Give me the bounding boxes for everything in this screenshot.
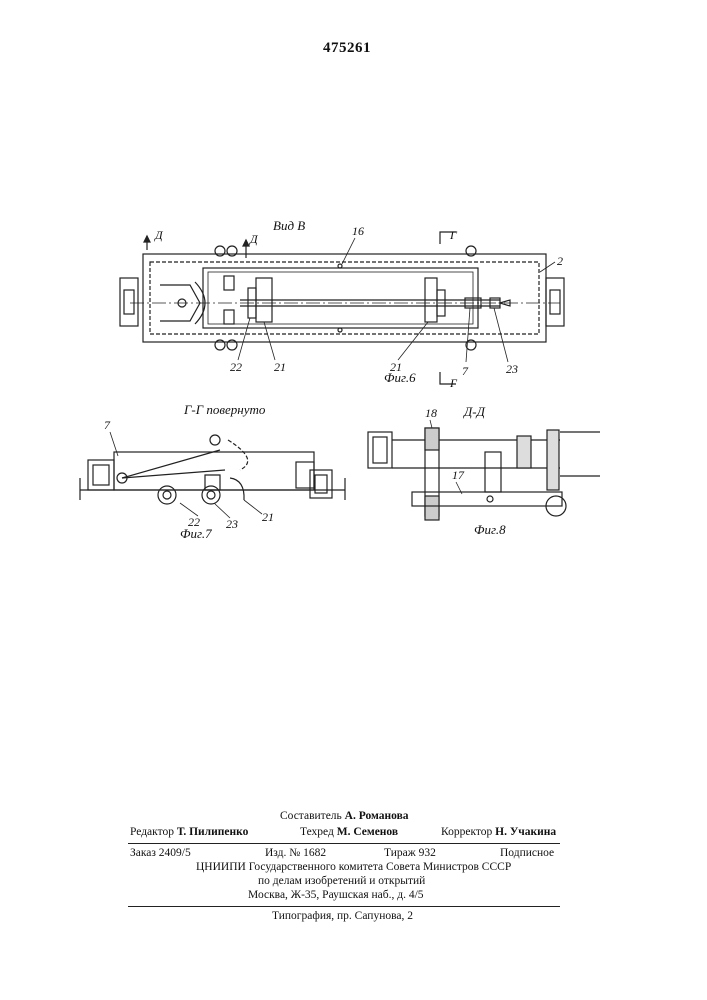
circulation: Тираж 932 <box>384 847 436 859</box>
org-line-2: по делам изобретений и открытий <box>258 875 425 887</box>
compiler-line: Составитель А. Романова <box>280 810 409 822</box>
left-end-bracket <box>120 278 138 326</box>
right-end-bracket <box>546 278 564 326</box>
editor-label: Редактор <box>130 826 174 838</box>
imprint-rule-bottom <box>128 906 560 907</box>
compiler-label: Составитель <box>280 810 342 822</box>
callout-2: 2 <box>557 254 563 269</box>
corrector-line: Корректор Н. Учакина <box>441 826 556 838</box>
editor-name: Т. Пилипенко <box>177 826 249 838</box>
callout-23: 23 <box>506 362 518 377</box>
fig7-callout-21: 21 <box>262 510 274 525</box>
fig7-callout-22: 22 <box>188 515 200 530</box>
org-line-1: ЦНИИПИ Государственного комитета Совета … <box>196 861 511 873</box>
corrector-label: Корректор <box>441 826 492 838</box>
callout-21-a: 21 <box>274 360 286 375</box>
printer-line: Типография, пр. Сапунова, 2 <box>272 910 413 922</box>
compiler-name: А. Романова <box>345 810 409 822</box>
section-mark-d-1: Д <box>155 228 163 243</box>
fig8-callout-17: 17 <box>452 468 464 483</box>
section-mark-g-2: Г <box>450 376 457 391</box>
order-number: Заказ 2409/5 <box>130 847 191 859</box>
fig7-callout-23: 23 <box>226 517 238 532</box>
subscription: Подписное <box>500 847 554 859</box>
techred-label: Техред <box>300 826 334 838</box>
techred-line: Техред М. Семенов <box>300 826 398 838</box>
figure-8-caption: Фиг.8 <box>474 522 506 538</box>
fig8-callout-18: 18 <box>425 406 437 421</box>
figure-6-title: Вид В <box>273 218 305 234</box>
section-mark-d-2: Д <box>250 232 258 247</box>
corrector-name: Н. Учакина <box>495 826 556 838</box>
section-mark-g-1: Г <box>450 228 457 243</box>
techred-name: М. Семенов <box>337 826 398 838</box>
callout-22: 22 <box>230 360 242 375</box>
callout-21-b: 21 <box>390 360 402 375</box>
figure-8-drawing <box>368 420 600 520</box>
figure-7-title: Г-Г повернуто <box>184 402 265 418</box>
callout-16: 16 <box>352 224 364 239</box>
fig7-callout-7: 7 <box>104 418 110 433</box>
figure-6-drawing <box>120 232 564 384</box>
figure-7-drawing <box>80 432 345 518</box>
edition-number: Изд. № 1682 <box>265 847 326 859</box>
org-line-3: Москва, Ж-35, Раушская наб., д. 4/5 <box>248 889 424 901</box>
editor-line: Редактор Т. Пилипенко <box>130 826 248 838</box>
figure-8-title: Д-Д <box>464 404 485 420</box>
callout-7: 7 <box>462 364 468 379</box>
imprint-rule-top <box>128 843 560 844</box>
